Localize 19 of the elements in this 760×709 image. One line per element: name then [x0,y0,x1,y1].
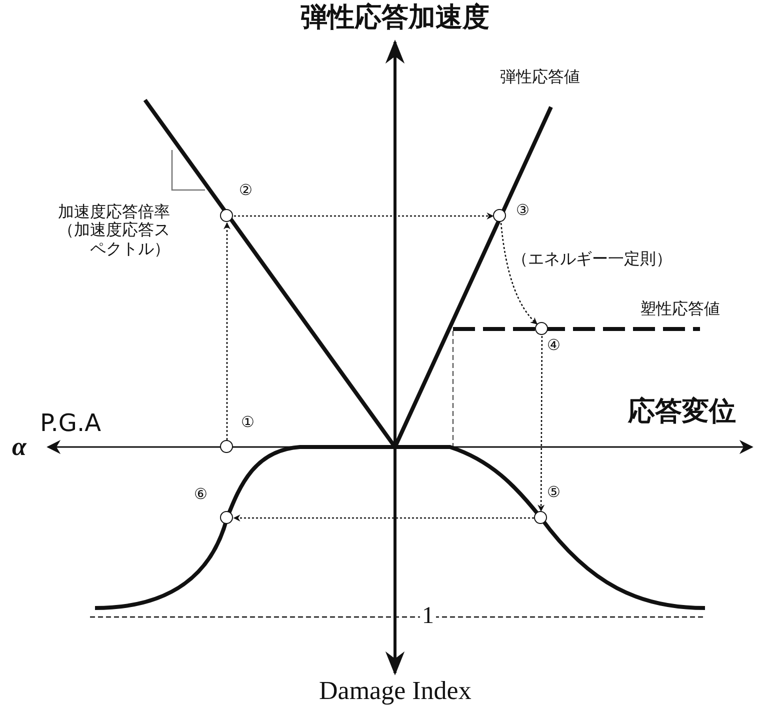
point-number: ⑤ [547,485,560,500]
point-number: ③ [516,203,530,218]
axis-label: 弾性応答加速度 [300,2,490,34]
axis-symbol: α [12,432,26,462]
dotted-arrow [233,514,534,522]
line-label: 塑性応答値 [640,300,720,318]
line-label: 弾性応答値 [500,68,580,86]
axis-label: P.G.A [40,410,102,438]
point-number: ⑥ [194,487,208,502]
dotted-arrow [224,222,230,440]
axis-label: 応答変位 [628,396,736,428]
point-number: ④ [547,338,560,353]
axis-label: Damage Index [319,676,472,706]
line-label: 加速度応答倍率（加速度応答スペクトル） [57,203,170,258]
dotted-arrow [234,212,494,220]
dotted-arrow [500,222,538,324]
dotted-arrow [538,336,545,512]
point-number: ② [239,183,252,198]
point-number: ① [241,415,254,430]
